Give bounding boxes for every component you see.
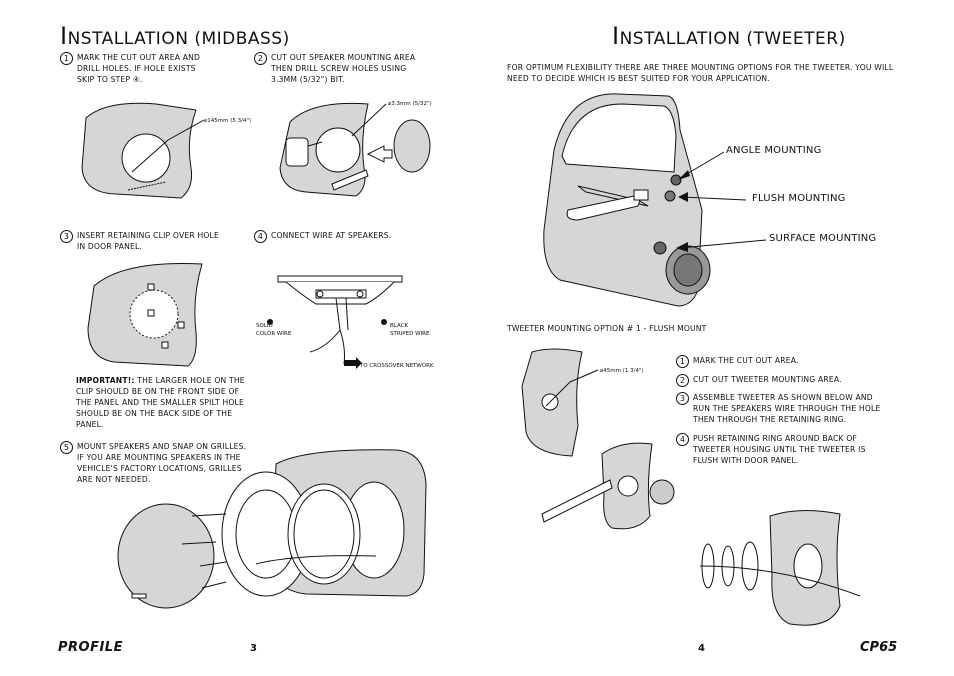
crossover-label: TO CROSSOVER NETWORK	[360, 363, 434, 369]
flush-mounting-label: FLUSH MOUNTING	[752, 193, 846, 204]
step-text: CUT OUT SPEAKER MOUNTING AREA THEN DRILL…	[271, 53, 416, 84]
step-4: 4 CONNECT WIRE AT SPEAKERS.	[254, 230, 429, 243]
step-number: 5	[60, 441, 73, 454]
dim-label: ⌀45mm (1 3/4")	[600, 368, 644, 374]
step-number: 3	[60, 230, 73, 243]
step-text: INSERT RETAINING CLIP OVER HOLE IN DOOR …	[77, 231, 219, 251]
page-number-right: 4	[698, 643, 705, 654]
step-text: PUSH RETAINING RING AROUND BACK OF TWEET…	[693, 434, 866, 465]
tweeter-cutout-illustration: ⌀45mm (1 3/4")	[521, 348, 675, 530]
step-text: MOUNT SPEAKERS AND SNAP ON GRILLES. IF Y…	[77, 442, 247, 484]
retaining-clip-illustration	[87, 263, 203, 367]
step-number: 1	[676, 355, 689, 368]
step-text: MARK THE CUT OUT AREA.	[693, 356, 799, 365]
speaker-wiring-illustration	[267, 275, 403, 369]
important-text: THE LARGER HOLE ON THE CLIP SHOULD BE ON…	[76, 376, 245, 429]
option-title: TWEETER MOUNTING OPTION # 1 - FLUSH MOUN…	[507, 324, 707, 333]
important-note: IMPORTANT!: THE LARGER HOLE ON THE CLIP …	[76, 375, 246, 430]
step-text: CUT OUT TWEETER MOUNTING AREA.	[693, 375, 842, 384]
step-number: 4	[254, 230, 267, 243]
callout-arrows	[676, 151, 767, 252]
intro-text: FOR OPTIMUM FLEXIBILITY THERE ARE THREE …	[507, 63, 894, 83]
angle-mounting-label: ANGLE MOUNTING	[726, 145, 822, 156]
title-text: NSTALLATION (MIDBASS)	[67, 29, 290, 49]
tweeter-step-2: 2 CUT OUT TWEETER MOUNTING AREA.	[676, 374, 896, 387]
step-number: 2	[676, 374, 689, 387]
step-2: 2 CUT OUT SPEAKER MOUNTING AREA THEN DRIL…	[254, 52, 424, 85]
title-capital: I	[612, 22, 620, 50]
tweeter-step-1: 1 MARK THE CUT OUT AREA.	[676, 355, 896, 368]
dim-label: ⌀3.3mm (5/32")	[388, 101, 432, 107]
black-wire-label: BLACK STRIPED WIRE	[390, 323, 430, 337]
solid-wire-label: SOLID COLOR WIRE	[256, 323, 292, 337]
speaker-grille-mounting-illustration	[117, 449, 427, 609]
tweeter-step-3: 3 ASSEMBLE TWEETER AS SHOWN BELOW AND RUN…	[676, 392, 891, 425]
step-number: 4	[676, 433, 689, 446]
right-page-title: INSTALLATION (TWEETER)	[612, 22, 846, 50]
step-number: 2	[254, 52, 267, 65]
door-panel-cutout-illustration: ⌀145mm (5 3/4")	[81, 102, 251, 199]
model-number: CP65	[860, 640, 898, 655]
title-text: NSTALLATION (TWEETER)	[619, 29, 846, 49]
tweeter-step-4: 4 PUSH RETAINING RING AROUND BACK OF TWEE…	[676, 433, 891, 466]
step-1: 1 MARK THE CUT OUT AREA AND DRILL HOLES. …	[60, 52, 220, 85]
step-text: MARK THE CUT OUT AREA AND DRILL HOLES. I…	[77, 53, 201, 84]
step-3: 3 INSERT RETAINING CLIP OVER HOLE IN DOOR…	[60, 230, 235, 252]
car-door-tweeter-options-illustration	[543, 93, 711, 307]
tweeter-assembly-illustration	[699, 509, 861, 626]
dim-label: ⌀145mm (5 3/4")	[204, 118, 251, 124]
brand-logo: PROFILE	[58, 640, 123, 655]
left-page-title: INSTALLATION (MIDBASS)	[60, 22, 290, 50]
title-capital: I	[60, 22, 68, 50]
step-5: 5 MOUNT SPEAKERS AND SNAP ON GRILLES. IF …	[60, 441, 252, 485]
drill-screw-holes-illustration: ⌀3.3mm (5/32")	[279, 101, 432, 197]
step-number: 3	[676, 392, 689, 405]
step-text: CONNECT WIRE AT SPEAKERS.	[271, 231, 392, 240]
step-text: ASSEMBLE TWEETER AS SHOWN BELOW AND RUN …	[693, 393, 881, 424]
step-number: 1	[60, 52, 73, 65]
page-number-left: 3	[250, 643, 257, 654]
surface-mounting-label: SURFACE MOUNTING	[769, 233, 877, 244]
important-label: IMPORTANT!:	[76, 376, 135, 385]
